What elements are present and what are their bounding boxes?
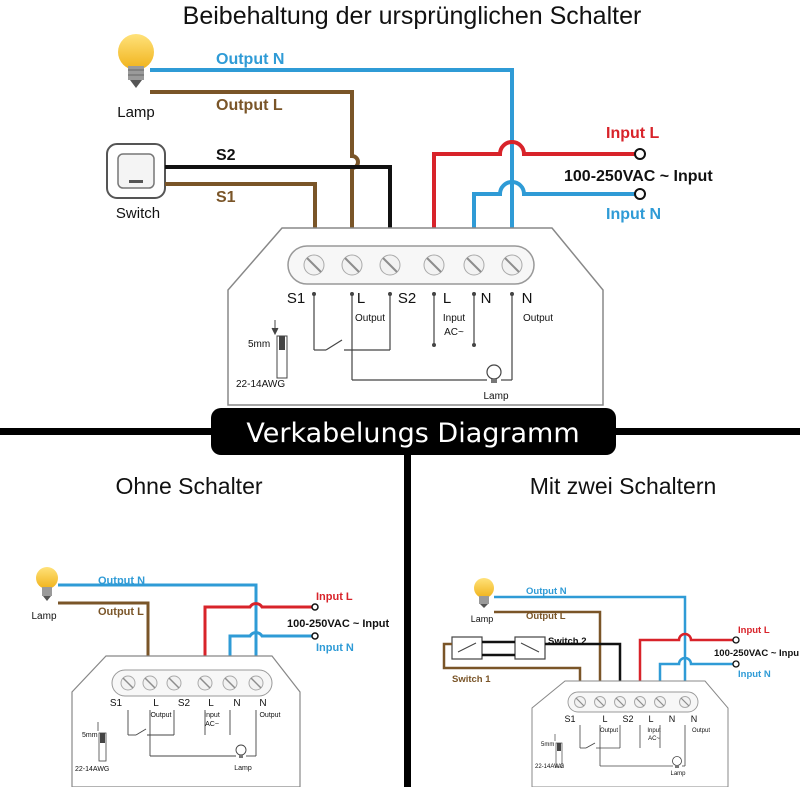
- right-terminal-input-n: [732, 660, 740, 668]
- wire-output-l: [150, 90, 360, 250]
- left-module-n-out: N: [259, 698, 266, 709]
- left-module-lamp-icon: [235, 744, 247, 758]
- top-module-l-in: L: [443, 290, 451, 307]
- right-input-l-label: Input L: [738, 625, 770, 636]
- top-output-n-label: Output N: [216, 51, 284, 68]
- left-output-n-label: Output N: [98, 575, 145, 587]
- top-module-s1: S1: [287, 290, 305, 307]
- right-input-n-label: Input N: [738, 669, 771, 680]
- wire-output-n: [150, 68, 514, 250]
- right-lamp-label: Lamp: [471, 614, 494, 624]
- right-module-l: L: [602, 714, 607, 724]
- top-s2-label: S2: [216, 147, 236, 164]
- right-wires: [442, 595, 733, 692]
- right-switch-2-label: Switch 2: [548, 636, 587, 647]
- left-title: Ohne Schalter: [115, 473, 262, 499]
- left-module-strip: 5mm: [82, 732, 98, 739]
- top-lamp-icon: [118, 34, 154, 88]
- right-module-awg: 22-14AWG: [535, 764, 565, 770]
- top-input-range-label: 100-250VAC ~ Input: [564, 168, 713, 185]
- right-output-l-label: Output L: [526, 611, 566, 622]
- top-s1-label: S1: [216, 189, 236, 206]
- right-lamp-icon: [474, 578, 494, 608]
- top-module-n-in: N: [481, 290, 492, 307]
- right-module-strip: 5mm: [541, 742, 554, 748]
- terminal-input-l: [634, 148, 646, 160]
- left-module-n-in: N: [233, 698, 240, 709]
- top-module-output-2: Output: [523, 313, 553, 324]
- top-lamp-label: Lamp: [117, 104, 155, 121]
- left-module-output-2: Output: [259, 712, 280, 719]
- right-switch-1-icon: [451, 636, 483, 660]
- vertical-divider: [404, 428, 411, 787]
- right-output-n-label: Output N: [526, 586, 567, 597]
- wire-s2: [165, 165, 392, 250]
- right-module-lamp-label: Lamp: [670, 771, 686, 777]
- top-module-lamp-icon: [486, 364, 502, 383]
- top-module-input: Input: [443, 313, 465, 324]
- right-module-l-in: L: [648, 714, 653, 724]
- right-module-s2: S2: [622, 714, 633, 724]
- banner: [211, 408, 616, 455]
- left-module-input: Input: [204, 712, 220, 719]
- right-input-range-label: 100-250VAC ~ Inpu: [714, 648, 799, 659]
- wire-input-l: [432, 140, 635, 250]
- top-switch-label: Switch: [116, 205, 160, 222]
- right-module-output-1: Output: [600, 728, 618, 734]
- left-terminal-input-n: [311, 632, 319, 640]
- top-module-lamp-label: Lamp: [483, 391, 508, 402]
- top-input-l-label: Input L: [606, 125, 660, 142]
- left-terminal-input-l: [311, 603, 319, 611]
- top-input-n-label: Input N: [606, 206, 661, 223]
- left-module-l: L: [153, 698, 159, 709]
- top-switch-icon: [106, 143, 166, 199]
- top-module-awg: 22-14AWG: [236, 379, 285, 390]
- top-module: S1 L S2 L N N Output Input AC~ Output: [227, 227, 604, 406]
- right-module: S1 L S2 L N N Output Input AC~ Output La…: [531, 680, 729, 787]
- right-module-n-in: N: [669, 714, 676, 724]
- top-module-l: L: [357, 290, 365, 307]
- right-module-output-2: Output: [692, 728, 710, 734]
- left-input-n-label: Input N: [316, 642, 354, 654]
- right-module-lamp-icon: [672, 756, 682, 768]
- terminal-input-n: [634, 188, 646, 200]
- top-title: Beibehaltung der ursprünglichen Schalter: [183, 2, 642, 30]
- right-module-input: Input: [647, 728, 661, 734]
- right-module-ac: AC~: [648, 736, 660, 742]
- left-lamp-icon: [36, 567, 58, 601]
- top-module-ac: AC~: [444, 327, 464, 338]
- banner-label: Verkabelungs Diagramm: [246, 418, 579, 449]
- wire-input-n: [472, 180, 635, 250]
- top-module-n-out: N: [522, 290, 533, 307]
- left-input-range-label: 100-250VAC ~ Input: [287, 618, 390, 630]
- right-module-s1: S1: [564, 714, 575, 724]
- right-title: Mit zwei Schaltern: [530, 473, 717, 499]
- left-lamp-label: Lamp: [31, 611, 56, 622]
- left-module-l-in: L: [208, 698, 214, 709]
- left-module-ac: AC~: [205, 721, 219, 728]
- top-module-output-1: Output: [355, 313, 385, 324]
- left-module-s1: S1: [110, 698, 123, 709]
- left-module-lamp-label: Lamp: [234, 765, 252, 772]
- right-switch-2-icon: [514, 636, 546, 660]
- top-module-s2: S2: [398, 290, 416, 307]
- left-module: S1 L S2 L N N Output Input AC~ Output La…: [71, 655, 301, 787]
- top-wires: [150, 68, 635, 250]
- top-output-l-label: Output L: [216, 97, 283, 114]
- right-switch-1-label: Switch 1: [452, 674, 491, 685]
- left-input-l-label: Input L: [316, 591, 353, 603]
- right-module-n-out: N: [691, 714, 698, 724]
- left-module-s2: S2: [178, 698, 191, 709]
- top-module-strip: 5mm: [248, 339, 270, 350]
- left-module-awg: 22-14AWG: [75, 766, 109, 773]
- right-terminal-input-l: [732, 636, 740, 644]
- left-output-l-label: Output L: [98, 606, 144, 618]
- left-module-output-1: Output: [150, 712, 171, 719]
- left-wires: [58, 583, 312, 668]
